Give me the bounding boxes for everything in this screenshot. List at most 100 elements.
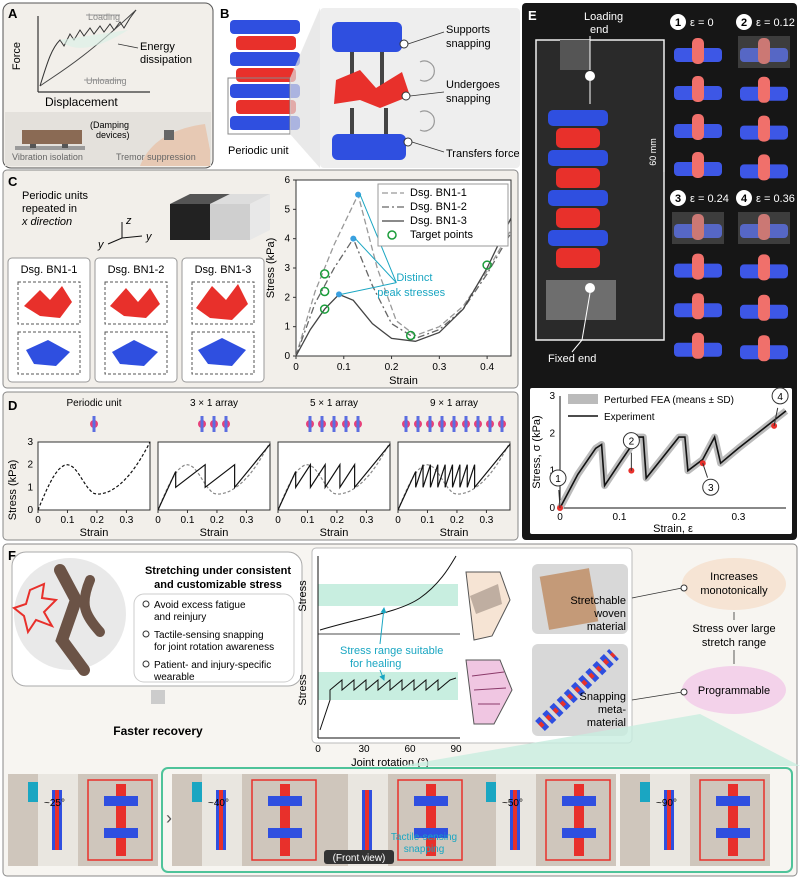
panel-c-letter: C [8, 174, 18, 189]
panel-a-energy-2: dissipation [140, 54, 192, 66]
front-view-tag [324, 850, 394, 864]
x-tick-label: 0.3 [479, 515, 493, 526]
f-snap-3: material [587, 717, 626, 729]
array-link [320, 416, 324, 432]
x-tick-label: 0.3 [239, 515, 253, 526]
array-link [452, 416, 456, 432]
f-xtick-30: 30 [358, 744, 370, 755]
design-label: Dsg. BN1-1 [21, 264, 78, 276]
experiment-line [559, 410, 787, 509]
state-number: 4 [741, 193, 748, 205]
state-circle [549, 469, 567, 487]
target-point [319, 304, 330, 314]
red-snapper [758, 214, 770, 240]
state-leader [702, 463, 709, 478]
f-stress-bottom: Stress [297, 674, 309, 706]
array-link [212, 416, 216, 432]
panel-a: A Force Displacement Loading Unloading E… [2, 2, 214, 169]
panel-a-xlabel: Displacement [45, 95, 118, 109]
array-link [416, 416, 420, 432]
state-label: ε = 0.24 [690, 193, 729, 205]
state-circle-label: 2 [629, 437, 635, 448]
x-tick-label: 0.2 [450, 515, 464, 526]
legend-marker [387, 230, 397, 240]
x-tick-label: 0.2 [330, 515, 344, 526]
x-tick-label: 0.2 [90, 515, 104, 526]
x-tick-label: 0.1 [181, 515, 195, 526]
panel-c: C Periodic units repeated in x direction… [2, 169, 519, 389]
zoom-core [574, 784, 584, 856]
device-core [667, 790, 671, 850]
zoom-support [414, 828, 448, 838]
f-box-title-1: Stretching under consistent [145, 565, 291, 577]
unit-curve [277, 441, 391, 511]
red-snapper [692, 253, 704, 280]
x-tick-label: 0 [275, 515, 281, 526]
y-tick-label: 6 [284, 175, 290, 186]
red-snapper [692, 38, 704, 64]
panel-a-letter: A [8, 6, 18, 21]
state-number-badge [670, 14, 686, 30]
x-tick-label: 0.2 [385, 362, 399, 373]
legend-box [377, 183, 509, 247]
state-number: 1 [675, 17, 681, 29]
x-axis-label: Strain [440, 527, 469, 539]
device-core [513, 790, 517, 850]
zoom-box [699, 779, 765, 861]
subplot-area [37, 441, 151, 511]
red-snapper [692, 114, 704, 140]
array-link [500, 416, 504, 432]
red-snapper [758, 76, 770, 103]
array-link [308, 416, 312, 432]
f-stress-range-1: Stress range suitable [340, 645, 443, 657]
panel-e-letter: E [528, 8, 537, 23]
highlight-box [738, 36, 790, 68]
design-label: Dsg. BN1-3 [195, 264, 252, 276]
red-snapper [758, 294, 770, 321]
device-core [55, 790, 59, 850]
red-snapper [758, 154, 770, 181]
y-tick-label: 0 [284, 351, 290, 362]
panel-a-energy-1: Energy [140, 41, 175, 53]
y-axis-label: Stress, σ (kPa) [531, 415, 543, 488]
zoom-box [251, 779, 317, 861]
state-label: ε = 0.12 [756, 17, 795, 29]
tested-specimen [548, 110, 608, 268]
subplot-area [277, 441, 391, 511]
subplot-area [397, 441, 511, 511]
f-bullet-3a: Patient- and injury-specific [154, 660, 271, 671]
state-label: ε = 0 [690, 17, 714, 29]
zoom-box [545, 779, 611, 861]
x-tick-label: 0.2 [672, 512, 686, 523]
subplot-title: 9 × 1 array [430, 398, 478, 409]
panel-a-vibration: Vibration isolation [12, 152, 83, 162]
highlight-box [738, 212, 790, 244]
zoom-core [280, 784, 290, 856]
panel-a-loading: Loading [88, 12, 120, 22]
array-link [344, 416, 348, 432]
strip-frame [161, 767, 793, 873]
loading-end-1: Loading [584, 11, 623, 23]
panel-f: F Stretching under consistent and custom… [2, 543, 800, 877]
panel-b-undergoes-1: Undergoes [446, 79, 500, 91]
x-axis-label: Strain [320, 527, 349, 539]
x-tick-label: 0.1 [301, 515, 315, 526]
state-number: 2 [741, 17, 747, 29]
x-tick-label: 0.4 [480, 362, 494, 373]
y-tick-label: 0 [27, 505, 33, 516]
zoom-support [562, 796, 596, 806]
scale-label: 60 mm [648, 138, 658, 166]
periodic-unit-illustration [227, 20, 300, 135]
f-bullet-2a: Tactile-sensing snapping [154, 630, 264, 641]
peak-arrow [340, 282, 397, 295]
state-number: 3 [675, 193, 681, 205]
zoom-support [104, 796, 138, 806]
fixed-end: Fixed end [548, 353, 596, 365]
y-tick-label: 2 [549, 428, 555, 439]
peak-point [350, 235, 357, 242]
red-snapper [758, 115, 770, 142]
zoom-support [716, 796, 750, 806]
